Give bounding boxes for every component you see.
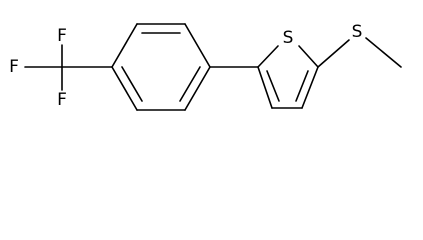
thiophene-bond-c3-c2 xyxy=(257,66,273,109)
benzene-double-2 xyxy=(179,66,201,102)
thiophene-bond-c2-s xyxy=(257,45,279,68)
thiophene-ring xyxy=(257,45,319,109)
atom-s-ring: S xyxy=(283,28,294,48)
benzene-bond-6 xyxy=(111,66,138,111)
benzene-bond-1 xyxy=(111,23,138,68)
atom-s-methyl: S xyxy=(352,22,363,42)
benzene-bond-3 xyxy=(184,23,211,68)
benzene-bond-4 xyxy=(184,66,211,111)
benzene-double-3 xyxy=(121,66,143,102)
thiophene-double-2 xyxy=(295,70,309,102)
bond-c5-s-methyl xyxy=(317,39,350,68)
molecule-structure: F F F S S xyxy=(9,22,402,111)
thiophene-bond-s-c5 xyxy=(298,45,319,68)
methylthio-group xyxy=(317,37,402,68)
trifluoromethyl-group xyxy=(24,44,113,91)
atom-f-bottom: F xyxy=(57,90,67,110)
benzene-ring xyxy=(111,23,211,111)
atom-f-left: F xyxy=(9,57,19,77)
bond-s-methyl xyxy=(365,37,402,68)
atom-f-top: F xyxy=(57,26,67,46)
thiophene-double-1 xyxy=(266,70,280,102)
thiophene-bond-c5-c4 xyxy=(301,66,319,109)
